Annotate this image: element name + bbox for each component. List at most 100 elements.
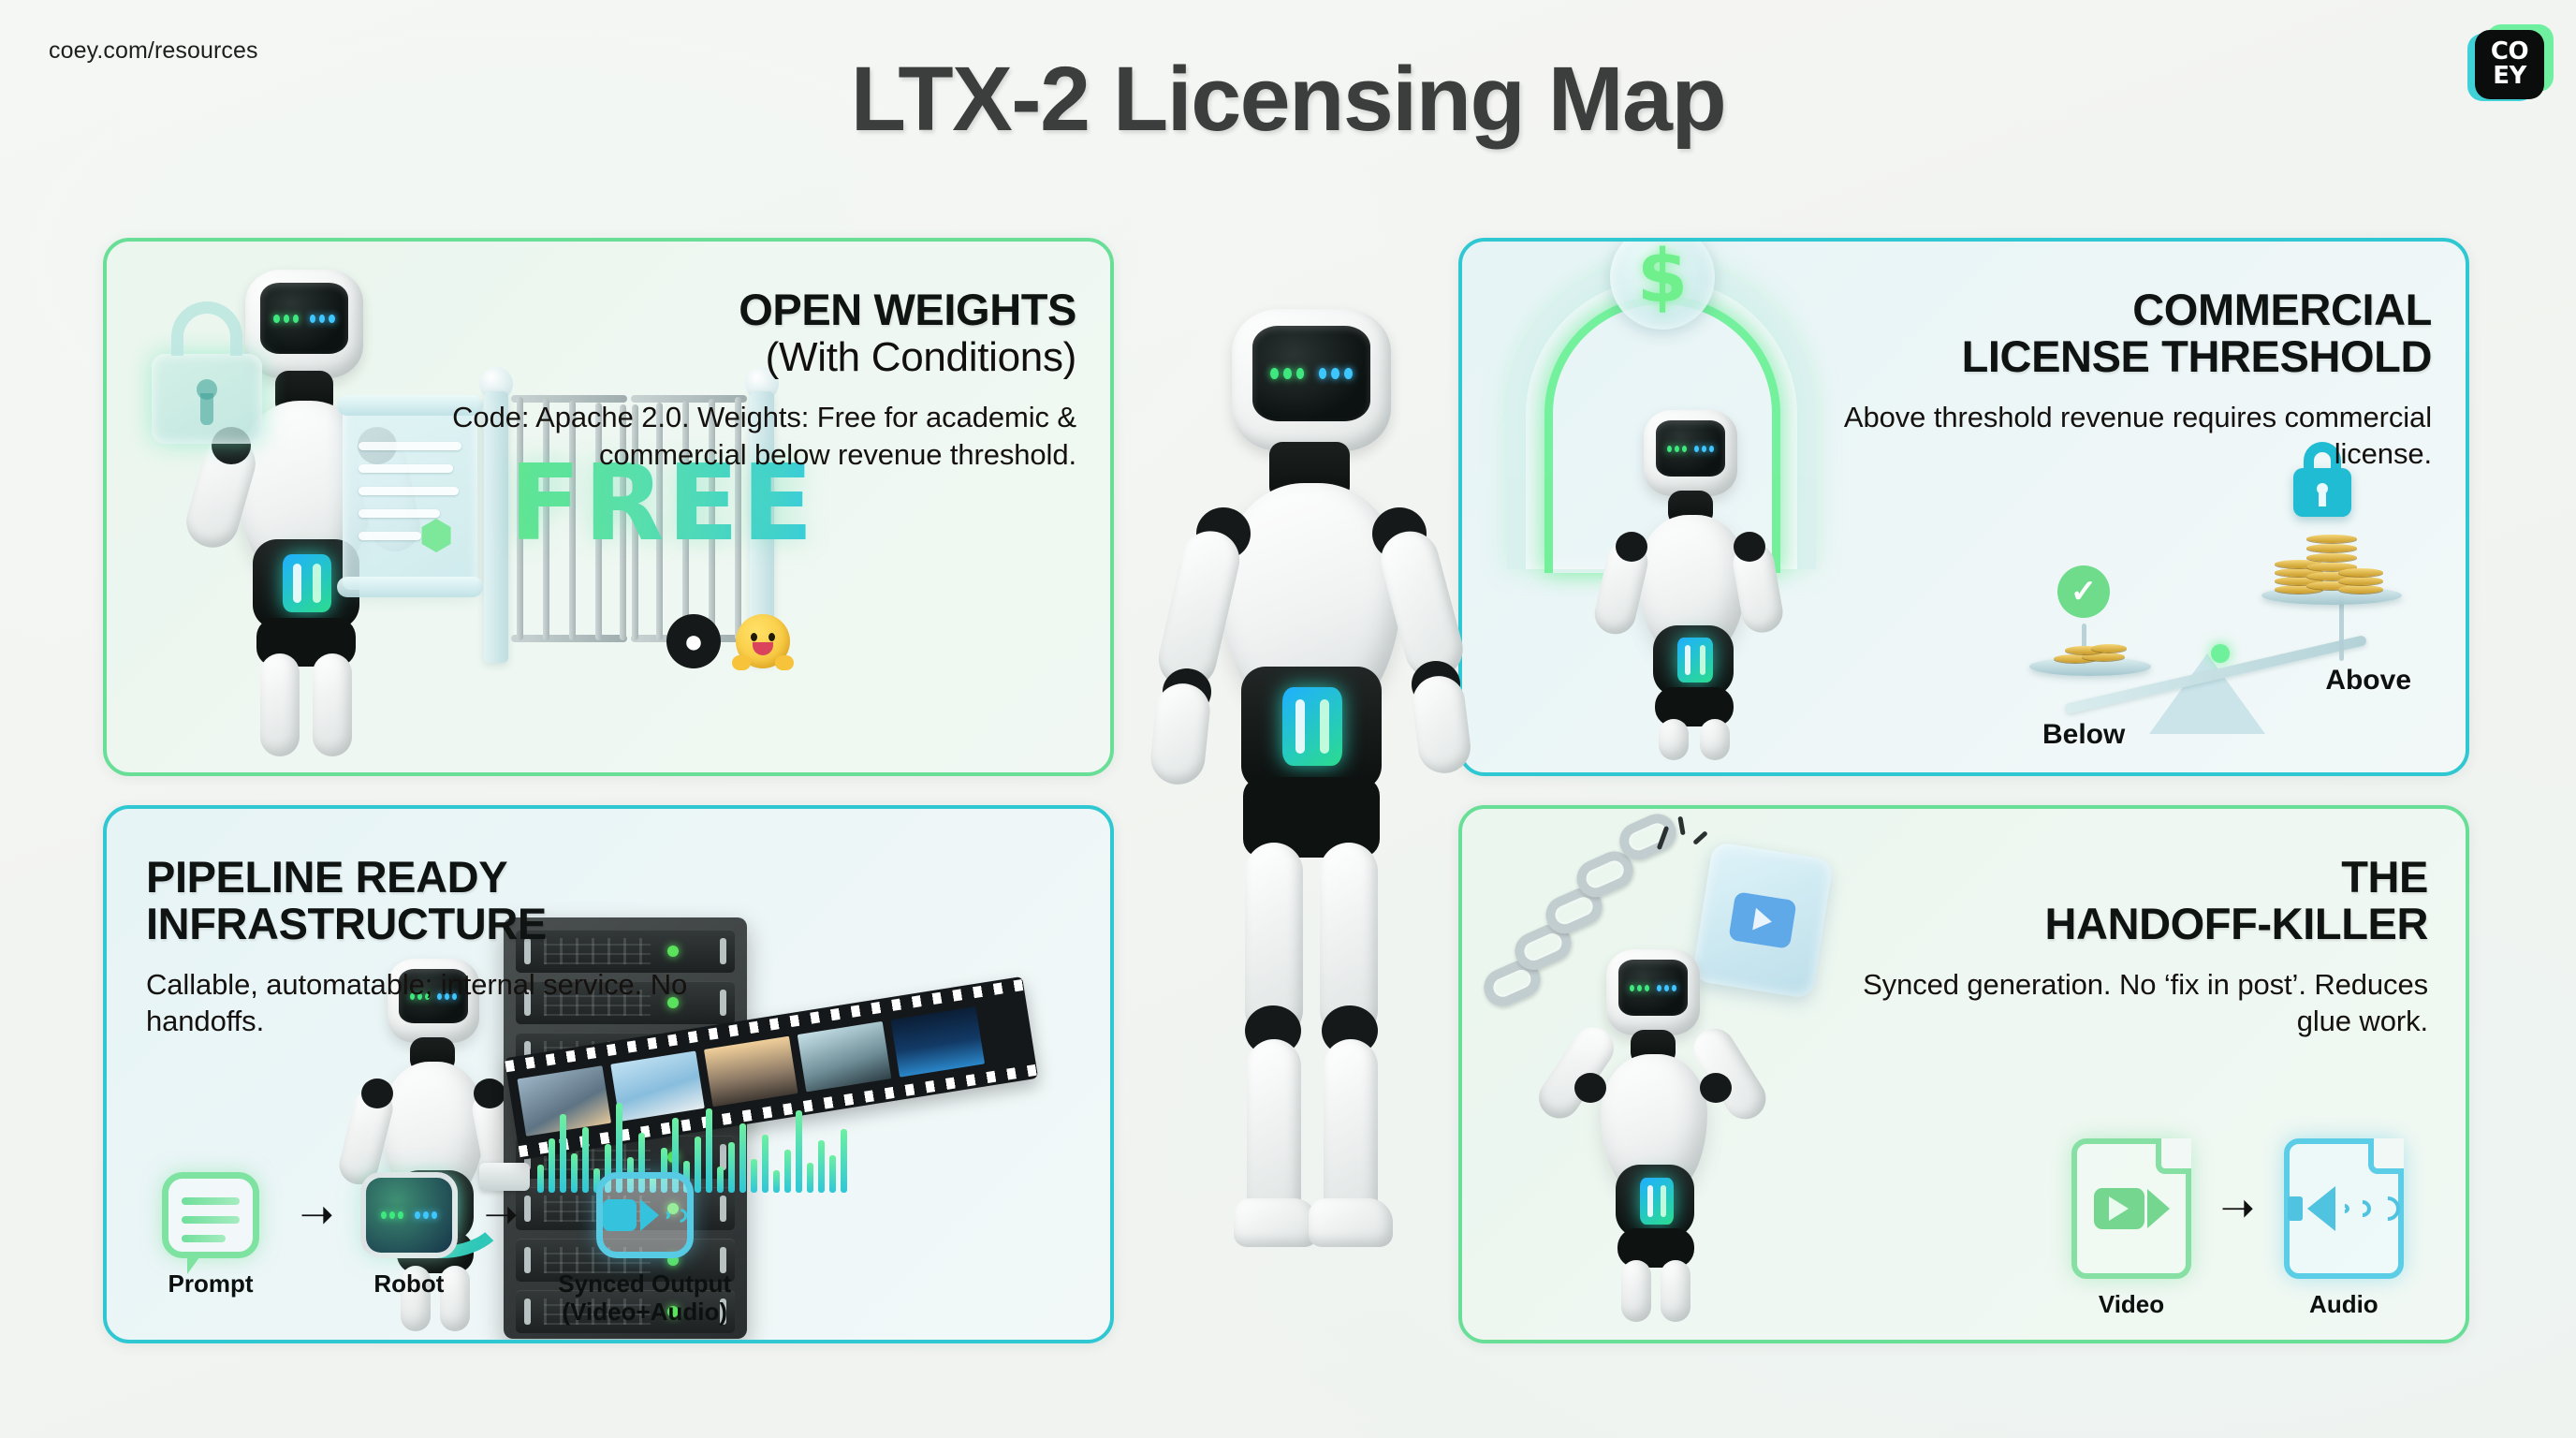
robot-right-shoulder-joint [474,1078,505,1108]
robot-belly [1653,625,1734,697]
flow-label-audio: Audio [2309,1290,2378,1318]
check-icon: ✓ [2057,565,2110,618]
audio-file-icon [2283,1138,2406,1279]
scroll-bottom-roll [337,577,483,597]
robot-commercial [1586,410,1801,760]
scale-label-below: Below [2042,719,2126,750]
flow-step-video[interactable]: Video [2061,1138,2202,1318]
dollar-coin-icon: $ [1610,242,1715,330]
card-pipeline-text: PIPELINE READY INFRASTRUCTURE Callable, … [146,854,745,1040]
robot-right-leg [1700,719,1730,760]
video-file-icon [2071,1138,2191,1279]
flow-label-synced-output-line2: (Video+Audio) [562,1298,727,1327]
scale-label-above: Above [2325,665,2411,696]
padlock-icon [152,301,262,444]
card-handoff-killer[interactable]: Video ➝ Audio THE HANDOFF-KILLER Synced … [1458,805,2469,1343]
robot-right-leg [1661,1260,1690,1322]
arrow-right-icon: ➝ [483,1191,519,1239]
coey-logo: CO EY [2467,21,2554,105]
robot-right-leg [313,653,352,756]
robot-head [245,270,363,378]
robot-eye-dots-green [409,992,430,1000]
card-pipeline-infrastructure[interactable]: Prompt ➝ Robot ➝ [103,805,1114,1343]
card-pipeline-title-line1: PIPELINE READY [146,852,508,902]
robot-eye-dots-green [273,314,300,323]
film-frame [797,1020,892,1093]
scale-pivot [2211,644,2230,663]
hero-robot-right-shin [1324,1039,1378,1226]
hero-robot-left-shin [1247,1039,1301,1226]
github-icon[interactable]: ● [666,614,721,668]
robot-face-screen [399,969,468,1023]
flow-step-audio[interactable]: Audio [2274,1138,2414,1318]
robot-head [388,959,479,1043]
robot-face-icon [359,1172,458,1258]
hero-robot-right-foot [1309,1198,1393,1247]
scroll-top-roll [337,395,483,416]
central-robot-mascot [1148,309,1474,1348]
hero-robot-right-forearm [1409,672,1474,777]
card-open-weights[interactable]: FREE ● OPEN WEIGHTS (With Conditions) Co… [103,238,1114,776]
arrow-right-icon: ➝ [2220,1184,2255,1232]
robot-eye-dots-blue [1694,445,1715,452]
scale-pan-below [2029,657,2151,676]
page-title: LTX-2 Licensing Map [850,48,1727,150]
robot-chest-core [1677,638,1713,682]
card-open-weights-body: Code: Apache 2.0. Weights: Free for acad… [452,401,1076,471]
robot-chest-core [1640,1178,1674,1225]
robot-left-leg [401,1266,431,1331]
card-open-weights-text: OPEN WEIGHTS (With Conditions) Code: Apa… [421,286,1076,474]
robot-left-leg [1621,1260,1651,1322]
flow-label-synced-output-line1: Synced Output [558,1269,732,1298]
film-frame [890,1006,986,1078]
robot-chest-core [283,554,331,612]
robot-right-shoulder-joint [1734,532,1765,562]
card-commercial-title-line2: LICENSE THRESHOLD [1961,330,2433,381]
hero-robot-belly [1241,667,1382,790]
robot-left-shoulder-joint [1616,532,1647,562]
hero-robot-left-foot [1234,1198,1318,1247]
card-pipeline-title-line2: INFRASTRUCTURE [146,898,547,948]
rack-unit [516,981,735,1024]
card-handoff-body: Synced generation. No ‘fix in post’. Red… [1863,967,2428,1038]
card-open-weights-title: OPEN WEIGHTS [739,285,1076,334]
robot-eye-dots-blue [1657,984,1677,991]
flow-label-robot: Robot [373,1269,445,1298]
padlock-keyslot [200,393,213,426]
flow-step-prompt[interactable]: Prompt [140,1172,281,1298]
robot-left-leg [1659,719,1689,760]
balance-scale-graphic: ✓ Below Above [2024,442,2417,750]
hero-robot-left-forearm [1148,681,1213,787]
site-url: coey.com/resources [49,37,258,64]
coin-pile-below [2050,638,2134,663]
gate-left-panel [511,382,627,663]
scroll-document-icon [337,395,483,597]
audio-waveform [537,1090,847,1193]
card-commercial-title-line1: COMMERCIAL [2132,285,2432,334]
chat-bubble-icon [162,1172,259,1274]
card-pipeline-body: Callable, automatable; internal service.… [146,967,688,1038]
hero-robot-eye-dots-blue [1318,368,1353,379]
robot-face-screen [1618,960,1688,1016]
flow-label-video: Video [2098,1290,2165,1318]
flow-step-robot[interactable]: Robot [353,1172,465,1298]
hero-robot-eye-dots-green [1270,368,1305,379]
rack-unit [516,1290,735,1333]
logo-mark: CO EY [2475,30,2544,99]
card-handoff-text: THE HANDOFF-KILLER Synced generation. No… [1810,854,2428,1040]
coin-pile-above [2273,528,2385,594]
robot-head [1606,949,1700,1035]
pipeline-flow-row: Prompt ➝ Robot ➝ [140,1172,753,1326]
flow-label-prompt: Prompt [168,1269,254,1298]
card-commercial-body: Above threshold revenue requires commerc… [1843,400,2432,471]
card-open-weights-subtitle: (With Conditions) [765,333,1077,380]
card-handoff-title-line2: HANDOFF-KILLER [2044,898,2428,948]
card-commercial-text: COMMERCIAL LICENSE THRESHOLD Above thres… [1795,286,2432,473]
robot-belly [253,539,359,629]
hugging-face-icon[interactable] [732,614,794,670]
card-commercial-threshold[interactable]: $ [1458,238,2469,776]
card-handoff-title-line1: THE [2341,852,2428,902]
robot-eye-dots-blue [437,992,458,1000]
robot-eye-dots-blue [309,314,335,323]
flow-step-synced-output[interactable]: Synced Output (Video+Audio) [537,1172,753,1326]
